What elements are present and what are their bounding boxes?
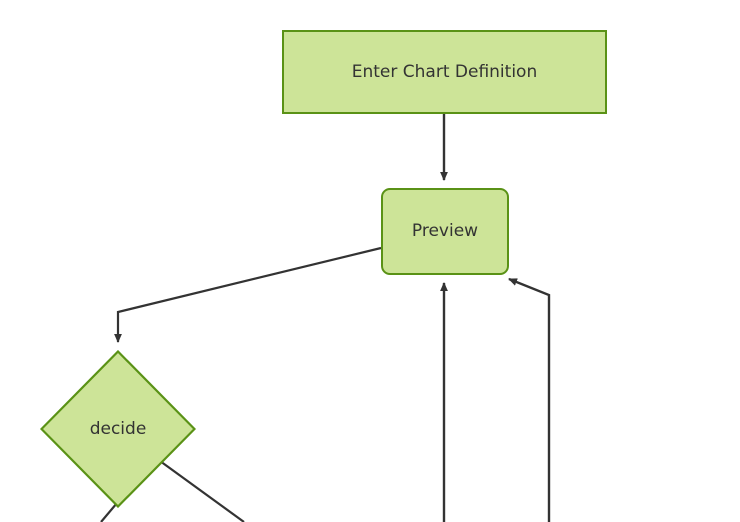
node-label-preview: Preview [411, 221, 479, 242]
edge-loop-right-to-preview [508, 277, 551, 522]
node-decide[interactable]: decide [40, 350, 196, 508]
node-enter-chart-definition[interactable]: Enter Chart Definition [282, 30, 607, 114]
node-label-decide: decide [89, 418, 147, 439]
edge-decide-to-bottom-right [159, 460, 245, 522]
node-preview[interactable]: Preview [381, 188, 509, 275]
node-label-enter-chart-definition: Enter Chart Definition [351, 61, 538, 82]
edge-preview-to-decide [114, 246, 382, 343]
edge-decide-to-bottom-left [100, 502, 118, 522]
diamond-shape-icon [40, 350, 196, 508]
